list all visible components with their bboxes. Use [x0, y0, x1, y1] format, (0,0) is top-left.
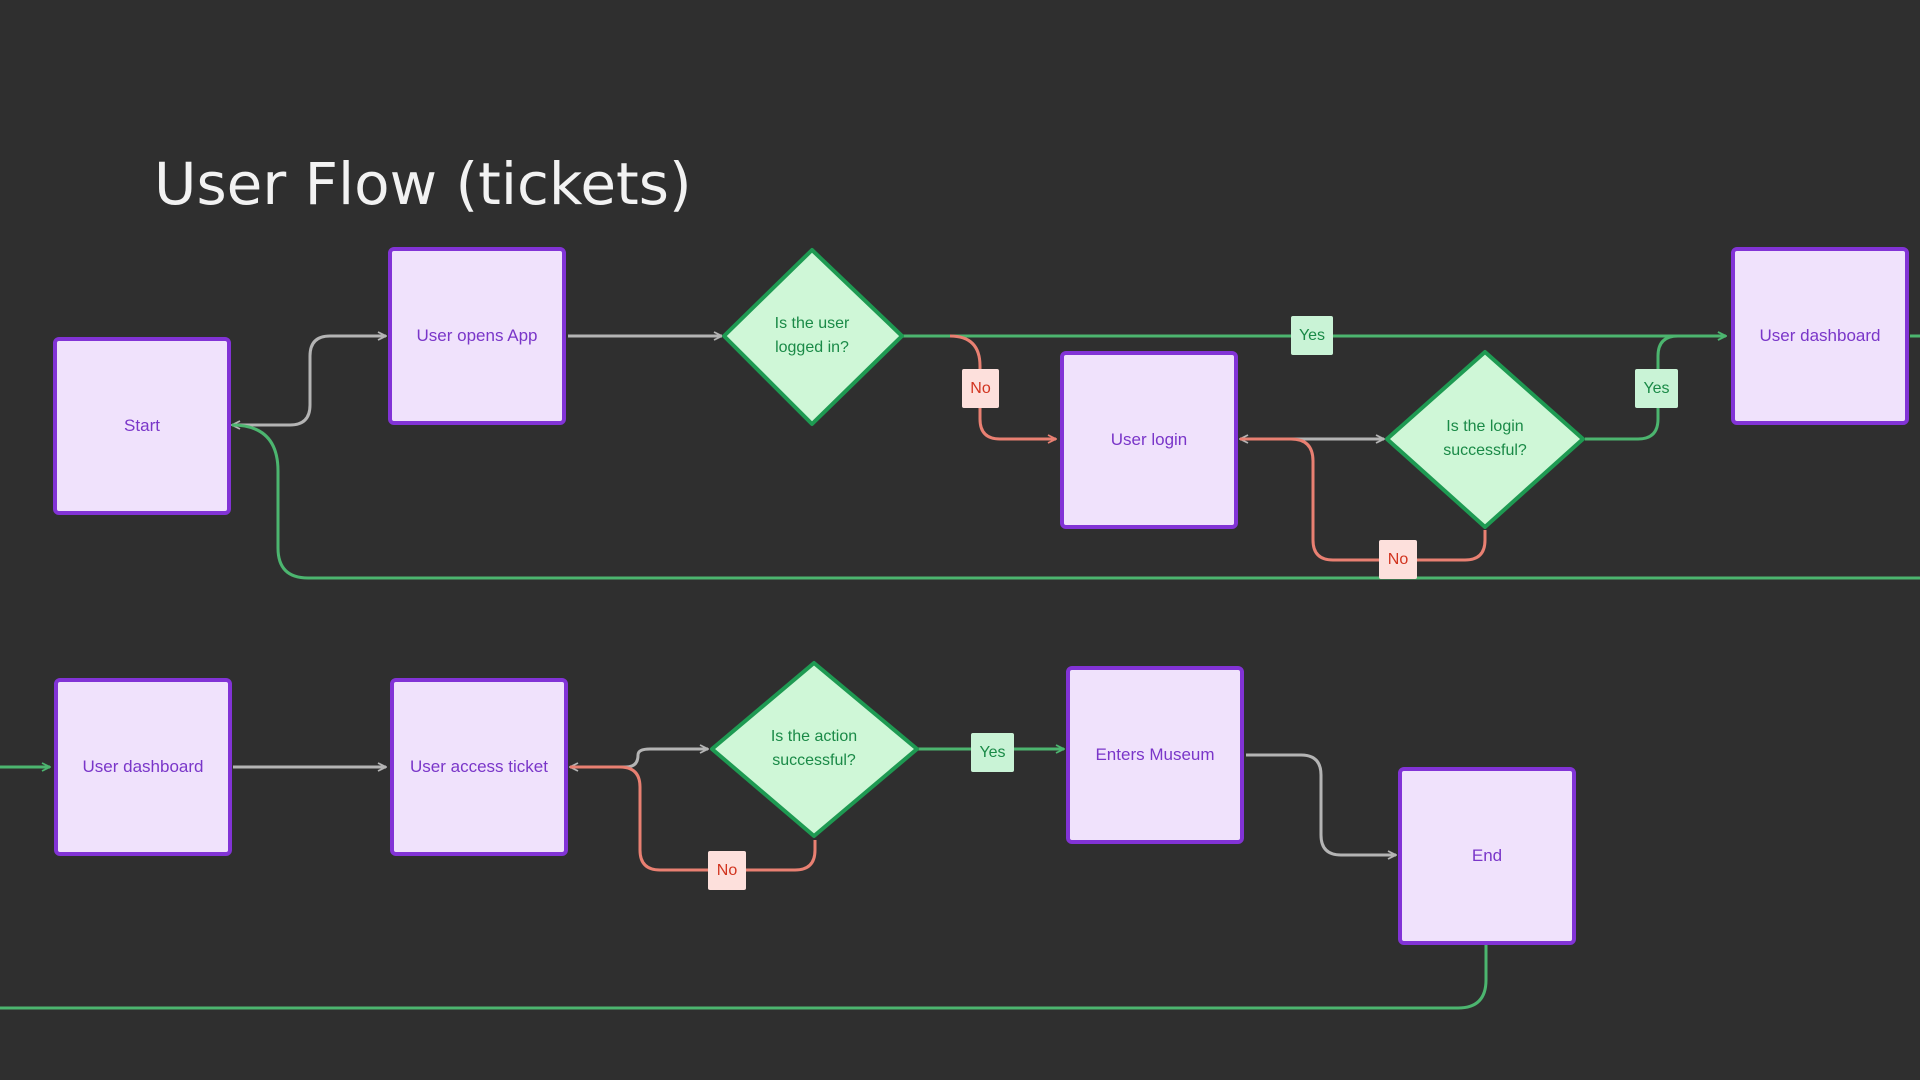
- node-start-label: Start: [124, 416, 160, 435]
- connector-museum-end: [1246, 753, 1396, 855]
- node-start[interactable]: Start: [53, 337, 231, 515]
- decision-logged-in-shape: [722, 248, 904, 426]
- node-dashboard-top[interactable]: User dashboard: [1731, 247, 1909, 425]
- node-dashboard-bottom[interactable]: User dashboard: [54, 678, 232, 856]
- node-access-ticket-label: User access ticket: [410, 757, 548, 776]
- connector-no-login-success: [1240, 437, 1487, 562]
- connector-no-action-success: [570, 765, 817, 872]
- node-user-login-label: User login: [1110, 430, 1188, 449]
- tag-yes-action-success: Yes: [971, 733, 1014, 772]
- connector-end-return: [0, 945, 1488, 1010]
- connector-ticket-decision: [570, 749, 708, 767]
- node-enters-museum-label: Enters Museum: [1095, 745, 1215, 764]
- decision-action-success-shape: [710, 661, 919, 838]
- connector-start-opens-app: [232, 336, 386, 425]
- node-end-label: End: [1471, 846, 1503, 865]
- node-dashboard-top-label: User dashboard: [1759, 326, 1881, 345]
- decision-login-success-shape: [1385, 350, 1585, 529]
- node-access-ticket[interactable]: User access ticket: [390, 678, 568, 856]
- node-end[interactable]: End: [1398, 767, 1576, 945]
- connector-no-logged-in: [949, 334, 1056, 439]
- node-dashboard-bottom-label: User dashboard: [82, 757, 204, 776]
- tag-no-login-success: No: [1379, 540, 1417, 579]
- node-user-login[interactable]: User login: [1060, 351, 1238, 529]
- tag-no-logged-in: No: [962, 369, 999, 408]
- tag-no-action-success: No: [708, 851, 746, 890]
- node-opens-app-label: User opens App: [416, 326, 538, 345]
- page-title: User Flow (tickets): [154, 150, 692, 218]
- node-opens-app[interactable]: User opens App: [388, 247, 566, 425]
- tag-yes-logged-in: Yes: [1291, 316, 1333, 355]
- node-enters-museum[interactable]: Enters Museum: [1066, 666, 1244, 844]
- tag-yes-login-success: Yes: [1635, 369, 1678, 408]
- connector-return-row1: [231, 423, 1920, 580]
